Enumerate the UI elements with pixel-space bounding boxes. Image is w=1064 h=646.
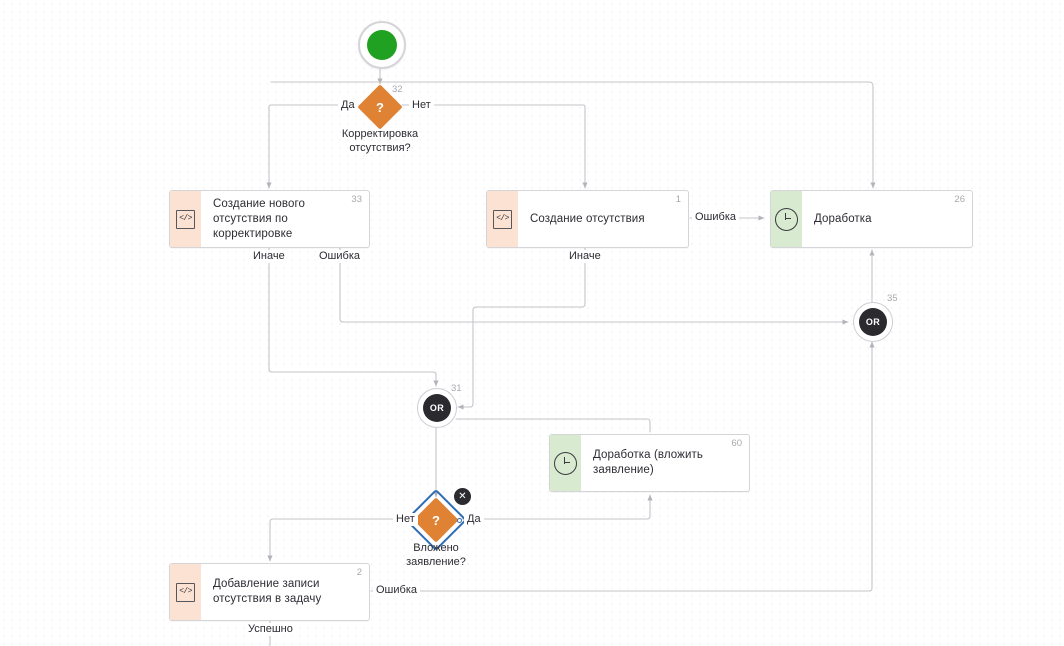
gateway-32-number: 32 xyxy=(392,84,403,95)
timer-clock-icon xyxy=(775,207,798,231)
task-60-number: 60 xyxy=(731,438,742,449)
task-1-label-else: Иначе xyxy=(566,250,604,263)
task-60-icon-strip xyxy=(550,435,581,491)
edge-task33-error-to-gw35 xyxy=(339,247,849,325)
task-2-number: 2 xyxy=(356,567,362,578)
gateway-attached[interactable]: ? ✕ xyxy=(404,487,472,552)
start-circle-icon xyxy=(367,30,397,60)
task-1-icon-strip: </> xyxy=(487,191,518,247)
gateway-attached-shape[interactable]: ? ✕ xyxy=(404,487,472,552)
gateway-attached-caption-line1: Вложено xyxy=(413,542,459,554)
edge-task2-error-to-gw35 xyxy=(370,341,875,592)
edge-gw32-yes-to-task33 xyxy=(266,104,359,189)
start-event-ring xyxy=(358,21,406,69)
start-event[interactable] xyxy=(358,21,406,69)
gateway-attached-label-yes: Да xyxy=(464,513,484,526)
gateway-32-label-no: Нет xyxy=(409,99,434,112)
close-icon[interactable]: ✕ xyxy=(453,487,472,506)
script-code-icon: </> xyxy=(176,209,195,229)
task-26-title: Доработка xyxy=(814,212,872,225)
edge-task1-else-to-gw31 xyxy=(457,247,586,410)
task-2-title: Добавление записи отсутствия в задачу xyxy=(213,578,322,605)
task-1-body: 1 Создание отсутствия xyxy=(518,191,688,247)
gateway-35-label: OR xyxy=(859,308,887,336)
task-2[interactable]: </> 2 Добавление записи отсутствия в зад… xyxy=(169,563,370,621)
gateway-32-shape[interactable]: ? xyxy=(357,84,403,130)
edge-task33-else-to-gw31 xyxy=(268,247,439,387)
task-2-label-success: Успешно xyxy=(245,623,296,636)
task-1-title: Создание отсутствия xyxy=(530,212,645,225)
task-33-number: 33 xyxy=(351,194,362,205)
connection-handle-right[interactable] xyxy=(456,517,462,523)
task-2-label-error: Ошибка xyxy=(373,584,420,597)
script-code-icon: </> xyxy=(176,582,195,602)
gateway-32-label-yes: Да xyxy=(338,99,358,112)
gateway-35[interactable]: OR xyxy=(853,302,893,342)
task-33-title: Создание нового отсутствия по корректиро… xyxy=(213,197,306,240)
task-60-title: Доработка (вложить заявление) xyxy=(593,449,703,476)
timer-clock-icon xyxy=(554,451,577,475)
task-33-label-error: Ошибка xyxy=(316,250,363,263)
gateway-32-caption-line2: отсутствия? xyxy=(349,142,411,154)
gateway-32-question-mark: ? xyxy=(376,99,384,115)
task-33[interactable]: </> 33 Создание нового отсутствия по кор… xyxy=(169,190,370,248)
gateway-attached-caption: Вложено заявление? xyxy=(366,541,506,569)
gateway-31[interactable]: OR xyxy=(417,388,457,428)
gateway-attached-question-mark: ? xyxy=(432,512,440,528)
task-1[interactable]: </> 1 Создание отсутствия xyxy=(486,190,689,248)
gateway-32-caption-line1: Корректировка xyxy=(341,128,419,140)
task-2-body: 2 Добавление записи отсутствия в задачу xyxy=(201,564,369,620)
task-26[interactable]: 26 Доработка xyxy=(770,190,973,248)
edge-gw32-no-to-task1 xyxy=(401,104,588,189)
gateway-31-number: 31 xyxy=(451,383,462,394)
gateway-31-label: OR xyxy=(423,394,451,422)
task-1-label-error: Ошибка xyxy=(692,211,739,224)
gateway-32-caption: Корректировка отсутствия? xyxy=(300,127,460,155)
task-26-body: 26 Доработка xyxy=(802,191,972,247)
task-1-number: 1 xyxy=(675,194,681,205)
edge-attached-no-to-task2 xyxy=(267,518,415,562)
script-code-icon: </> xyxy=(493,209,512,229)
task-2-icon-strip: </> xyxy=(170,564,201,620)
task-33-label-else: Иначе xyxy=(250,250,288,263)
task-26-number: 26 xyxy=(954,194,965,205)
gateway-35-ring: OR xyxy=(853,302,893,342)
task-26-icon-strip xyxy=(771,191,802,247)
gateway-31-ring: OR xyxy=(417,388,457,428)
gateway-attached-caption-line2: заявление? xyxy=(406,556,466,568)
task-60[interactable]: 60 Доработка (вложить заявление) xyxy=(549,434,750,492)
edge-gw31-to-task60 xyxy=(455,418,651,433)
edge-attached-yes-to-task60 xyxy=(457,494,653,520)
task-33-body: 33 Создание нового отсутствия по коррект… xyxy=(201,191,369,247)
gateway-35-number: 35 xyxy=(887,293,898,304)
task-33-icon-strip: </> xyxy=(170,191,201,247)
edge-loopback-to-task26 xyxy=(270,81,876,189)
gateway-32[interactable]: ? xyxy=(357,84,403,130)
task-60-body: 60 Доработка (вложить заявление) xyxy=(581,435,749,491)
gateway-attached-label-no: Нет xyxy=(393,513,418,526)
